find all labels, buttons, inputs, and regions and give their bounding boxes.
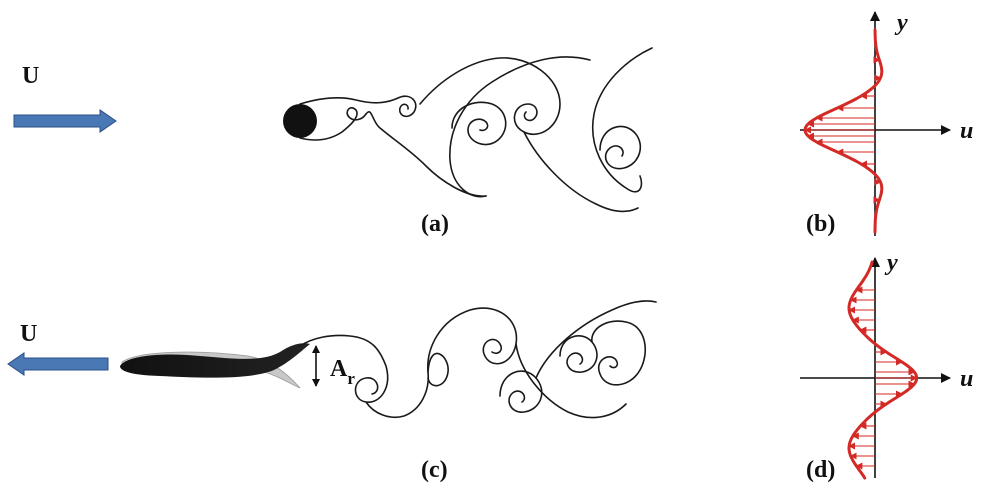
y-axis-label-d: y	[884, 250, 898, 276]
panel-c: U Ar (c)	[7, 300, 657, 483]
caption-d: (d)	[806, 457, 835, 483]
amplitude-label-main: A	[330, 356, 348, 382]
velocity-profile-b	[803, 28, 884, 234]
flow-arrow-right-icon	[13, 109, 117, 133]
caption-b: (b)	[806, 211, 835, 237]
caption-a: (a)	[421, 211, 449, 237]
freestream-label-a: U	[22, 63, 39, 89]
velocity-profile-d	[847, 260, 919, 480]
velocity-vectors-b	[804, 56, 882, 204]
amplitude-label: Ar	[330, 356, 355, 388]
caption-c: (c)	[421, 457, 448, 483]
y-axis-label-b: y	[894, 10, 908, 36]
amplitude-label-sub: r	[347, 369, 355, 388]
cylinder-body	[283, 104, 317, 138]
x-axis-label-d: u	[960, 366, 973, 392]
freestream-label-c: U	[20, 321, 37, 347]
vortex-street-a	[299, 47, 653, 213]
panel-b: y u (b)	[800, 10, 973, 237]
foil-body	[120, 343, 310, 378]
x-axis-label-b: u	[960, 118, 973, 144]
vortex-street-c	[299, 300, 657, 419]
velocity-vectors-d	[848, 286, 918, 470]
panel-d: y u (d)	[800, 250, 973, 483]
panel-a: U (a)	[13, 47, 653, 237]
flow-arrow-left-icon	[7, 352, 109, 376]
